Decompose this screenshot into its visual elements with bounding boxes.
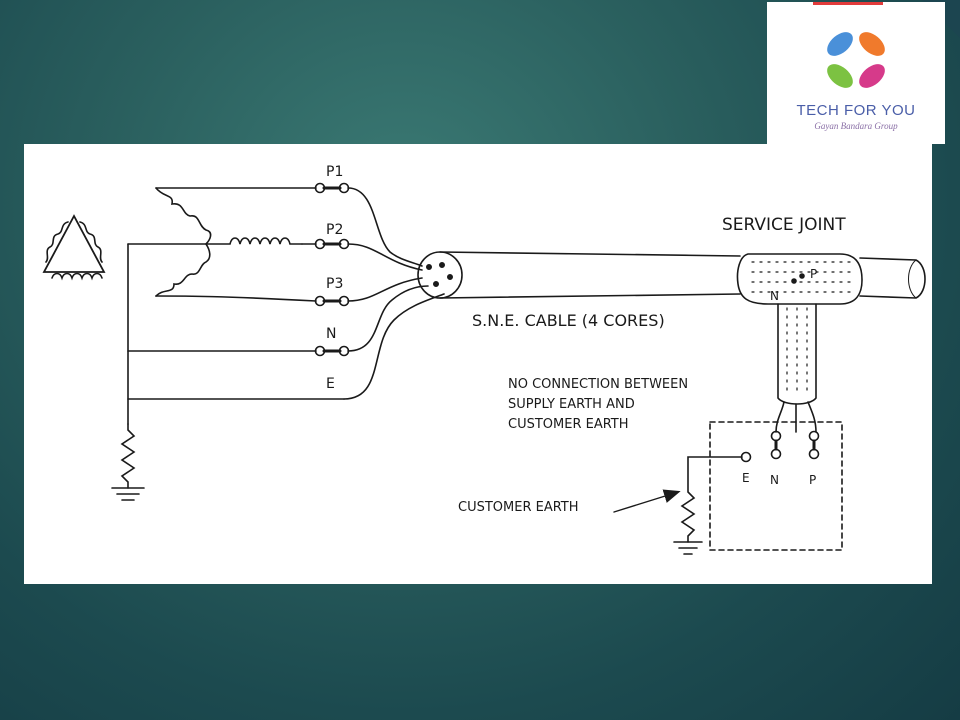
label-e: E (326, 376, 335, 392)
star-coils (155, 187, 317, 302)
neutral-earth-bus (111, 243, 345, 501)
logo-top-accent (813, 2, 883, 5)
label-note-line3: CUSTOMER EARTH (508, 417, 629, 432)
label-p3: P3 (326, 276, 343, 292)
earthing-diagram: P1 P2 P3 N E SERVICE JOINT N P S.N.E. CA… (24, 144, 932, 584)
customer-earth-electrode (613, 456, 743, 555)
petal-blue-icon (827, 32, 853, 56)
petal-green-icon (827, 64, 853, 88)
label-note-line1: NO CONNECTION BETWEEN (508, 377, 688, 392)
tech-for-you-logo: TECH FOR YOU Gayan Bandara Group (767, 2, 945, 144)
flower-logo-icon (827, 32, 885, 88)
label-service-joint: SERVICE JOINT (722, 215, 846, 235)
label-box-e: E (742, 471, 750, 485)
label-customer-earth: CUSTOMER EARTH (458, 500, 579, 515)
label-box-n: N (770, 473, 779, 487)
petal-pink-icon (859, 64, 885, 88)
label-cable: S.N.E. CABLE (4 CORES) (472, 311, 665, 330)
diagram-drawing: P1 P2 P3 N E SERVICE JOINT N P S.N.E. CA… (42, 164, 926, 555)
logo-title: TECH FOR YOU (796, 102, 916, 119)
petal-orange-icon (859, 32, 885, 56)
sne-cable (417, 251, 926, 299)
label-joint-p: P (810, 267, 817, 281)
label-n: N (326, 326, 336, 342)
label-note-line2: SUPPLY EARTH AND (508, 397, 635, 412)
label-p2: P2 (326, 222, 343, 238)
cable-conductors (343, 187, 445, 400)
label-p1: P1 (326, 164, 343, 180)
delta-transformer-symbol (42, 214, 106, 281)
label-joint-n: N (770, 289, 779, 303)
service-joint (736, 253, 863, 433)
logo-subtitle: Gayan Bandara Group (814, 121, 898, 131)
label-box-p: P (809, 473, 816, 487)
